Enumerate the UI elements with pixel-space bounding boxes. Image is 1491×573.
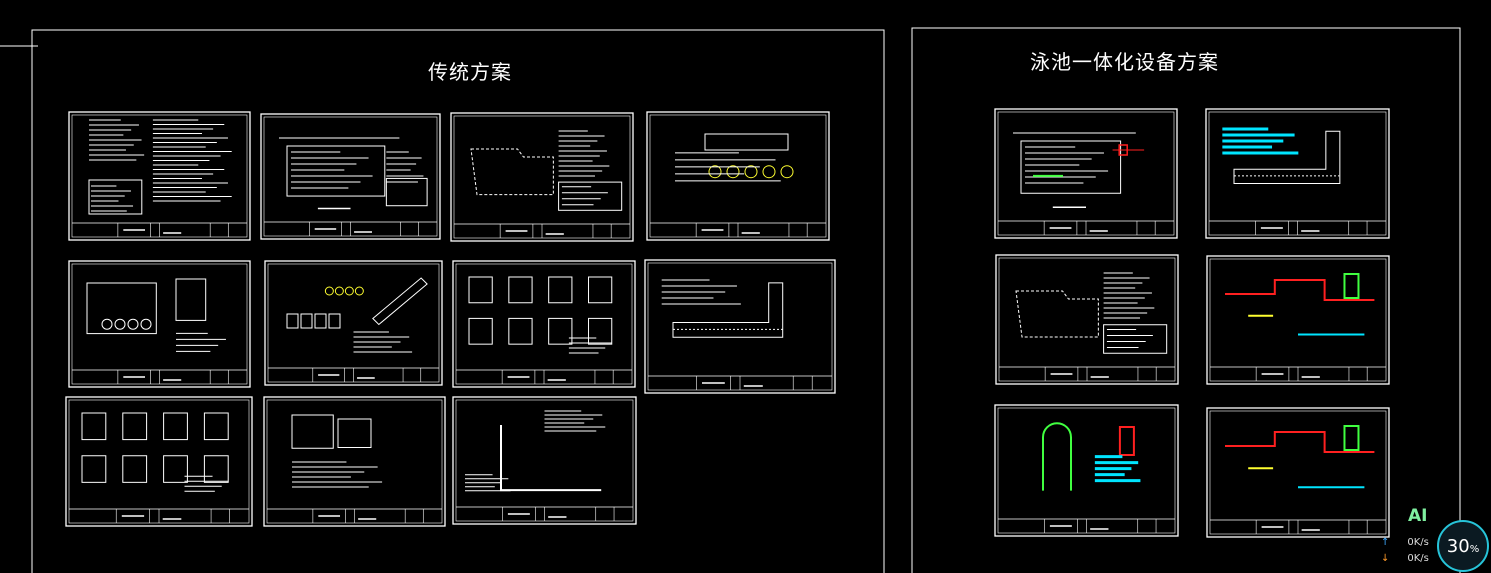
drawing-sheet[interactable] — [263, 396, 446, 527]
arrow-up-icon: ↑ — [1381, 537, 1390, 548]
title-traditional: 传统方案 — [428, 60, 512, 84]
network-monitor: ↑ 0K/s ↓ 0K/s — [1375, 530, 1491, 573]
upload-speed: 0K/s — [1407, 537, 1429, 548]
title-integrated: 泳池一体化设备方案 — [1030, 50, 1219, 74]
drawing-sheet[interactable] — [1206, 407, 1390, 538]
download-speed: 0K/s — [1407, 553, 1429, 564]
drawing-sheet[interactable] — [452, 260, 636, 388]
drawing-sheet[interactable] — [260, 113, 441, 240]
arrow-down-icon: ↓ — [1381, 553, 1390, 564]
drawing-sheet[interactable] — [264, 260, 443, 386]
drawing-sheet[interactable] — [995, 254, 1179, 385]
drawing-sheet[interactable] — [646, 111, 830, 241]
drawing-sheet[interactable] — [68, 260, 251, 388]
frame-traditional — [31, 29, 885, 573]
gauge-value: 30% — [1446, 536, 1480, 557]
performance-gauge[interactable]: 30% — [1437, 520, 1489, 572]
drawing-sheet[interactable] — [1205, 108, 1390, 239]
ai-badge[interactable]: AI — [1408, 506, 1428, 526]
upload-row: ↑ 0K/s — [1381, 537, 1429, 548]
drawing-sheet[interactable] — [450, 112, 634, 242]
download-row: ↓ 0K/s — [1381, 553, 1429, 564]
drawing-sheet[interactable] — [994, 108, 1178, 239]
drawing-sheet[interactable] — [1206, 255, 1390, 385]
drawing-sheet[interactable] — [68, 111, 251, 241]
drawing-sheet[interactable] — [452, 396, 637, 525]
drawing-sheet[interactable] — [994, 404, 1179, 537]
drawing-sheet[interactable] — [644, 259, 836, 394]
drawing-sheet[interactable] — [65, 396, 253, 527]
frame-integrated — [911, 27, 1461, 573]
